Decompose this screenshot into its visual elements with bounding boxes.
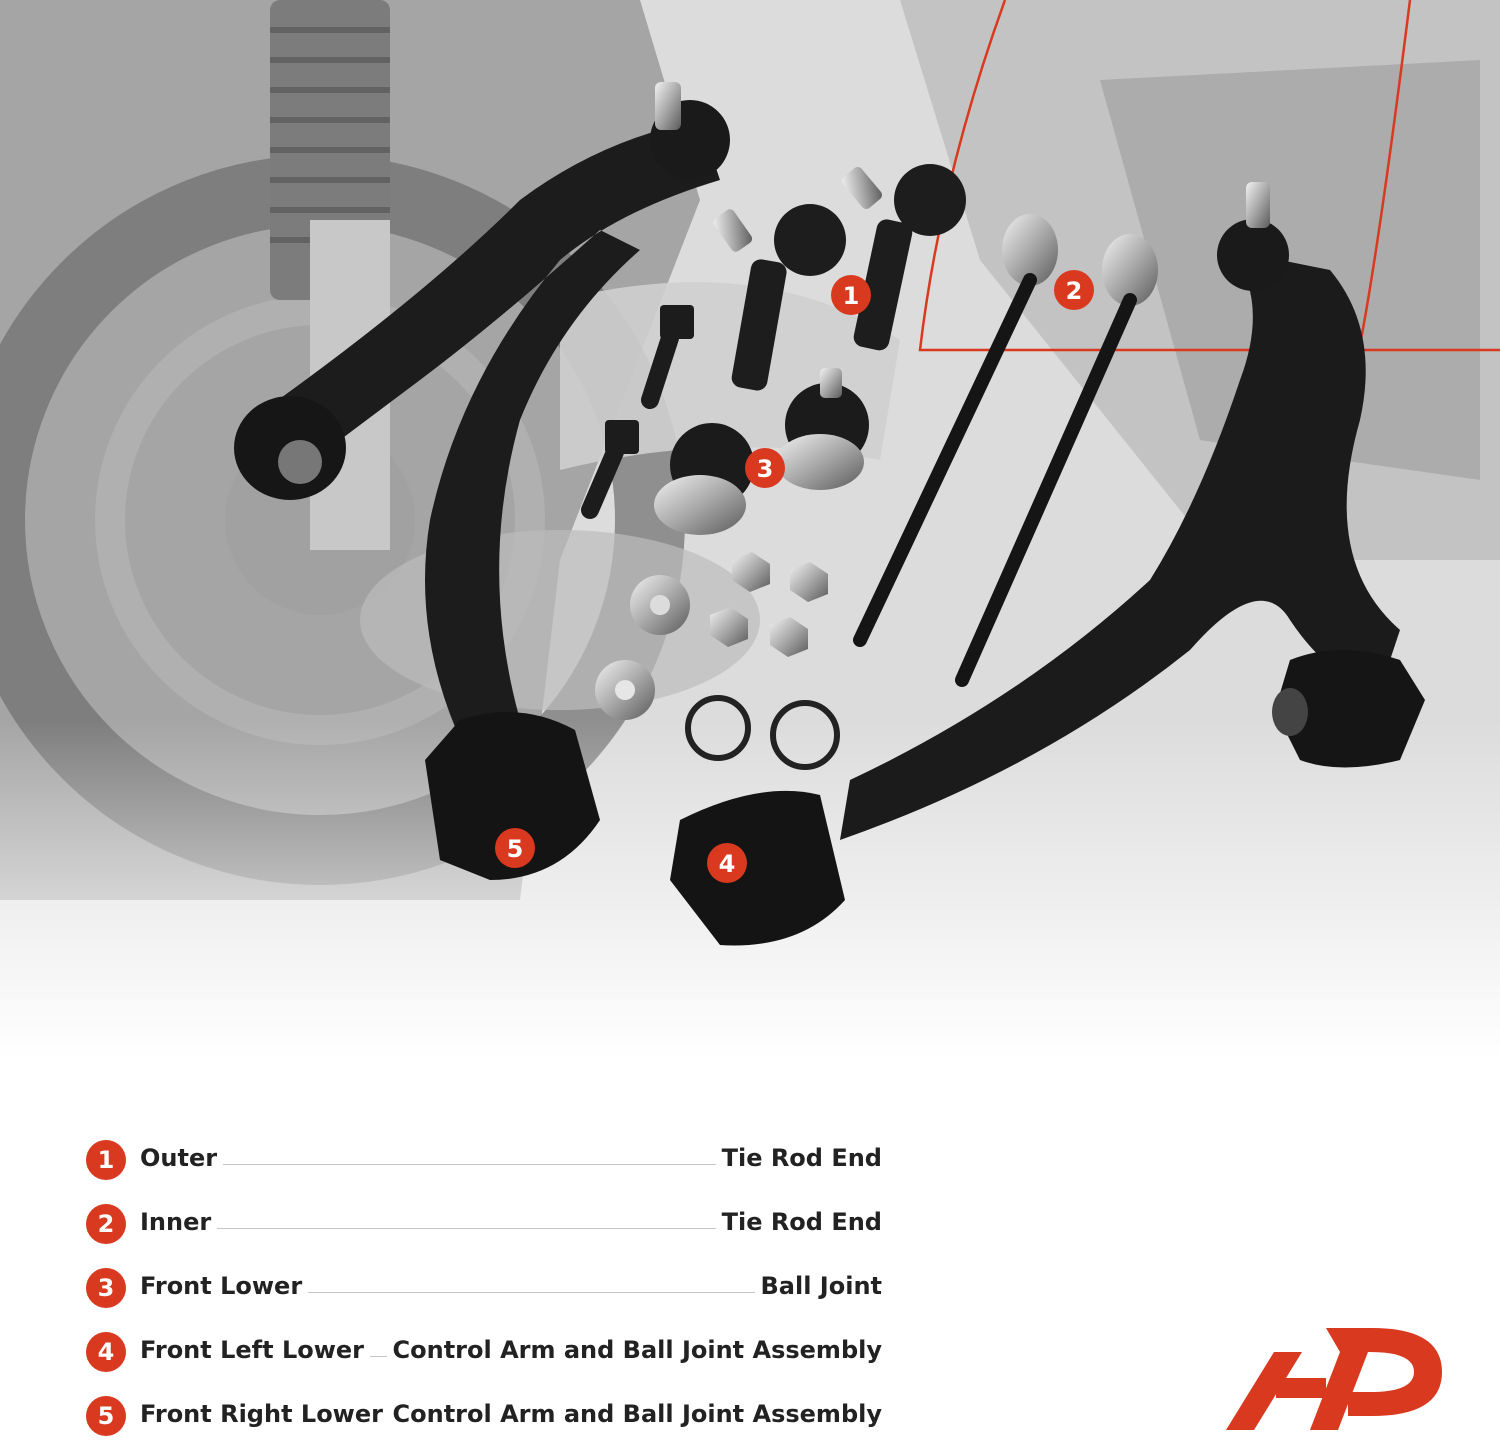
- marker-4: 4: [707, 843, 747, 883]
- legend-row-4: 4 Front Left Lower Control Arm and Ball …: [86, 1332, 886, 1376]
- legend-part-type: Control Arm and Ball Joint Assembly: [386, 1336, 882, 1364]
- legend-part-type: Tie Rod End: [715, 1144, 882, 1172]
- ball-joints: [654, 368, 869, 535]
- legend-badge: 2: [86, 1204, 126, 1244]
- legend-part-position: Front Right Lower: [140, 1400, 389, 1428]
- marker-1: 1: [831, 275, 871, 315]
- hardware-nuts-washers-clips: [595, 552, 840, 770]
- legend-part-type: Control Arm and Ball Joint Assembly: [386, 1400, 882, 1428]
- legend-leader-line: [146, 1164, 876, 1165]
- svg-text:3: 3: [757, 455, 774, 483]
- legend-badge: 1: [86, 1140, 126, 1180]
- marker-2: 2: [1054, 270, 1094, 310]
- legend-row-2: 2 Inner Tie Rod End: [86, 1204, 886, 1248]
- legend-row-3: 3 Front Lower Ball Joint: [86, 1268, 886, 1312]
- svg-text:4: 4: [719, 850, 736, 878]
- right-control-arm: [670, 182, 1425, 946]
- product-scene: 1 2 3 4 5: [0, 0, 1500, 1060]
- legend-row-5: 5 Front Right Lower Control Arm and Ball…: [86, 1396, 886, 1440]
- marker-5: 5: [495, 828, 535, 868]
- legend-row-1: 1 Outer Tie Rod End: [86, 1140, 886, 1184]
- legend-badge: 4: [86, 1332, 126, 1372]
- left-control-arm: [234, 82, 730, 880]
- svg-text:5: 5: [507, 835, 524, 863]
- legend-badge: 3: [86, 1268, 126, 1308]
- bolts: [581, 305, 694, 519]
- outer-tie-rod-ends: [713, 164, 966, 391]
- a-premium-logo-icon: [1226, 1328, 1442, 1430]
- legend-part-position: Inner: [140, 1208, 218, 1236]
- legend-part-position: Outer: [140, 1144, 224, 1172]
- legend-badge: 5: [86, 1396, 126, 1436]
- legend-part-type: Ball Joint: [754, 1272, 882, 1300]
- legend-part-type: Tie Rod End: [715, 1208, 882, 1236]
- legend-leader-line: [146, 1228, 876, 1229]
- marker-3: 3: [745, 448, 785, 488]
- inner-tie-rods: [853, 214, 1158, 687]
- svg-text:1: 1: [843, 282, 860, 310]
- legend-part-position: Front Left Lower: [140, 1336, 371, 1364]
- svg-text:2: 2: [1066, 277, 1083, 305]
- legend-leader-line: [146, 1292, 876, 1293]
- legend-part-position: Front Lower: [140, 1272, 309, 1300]
